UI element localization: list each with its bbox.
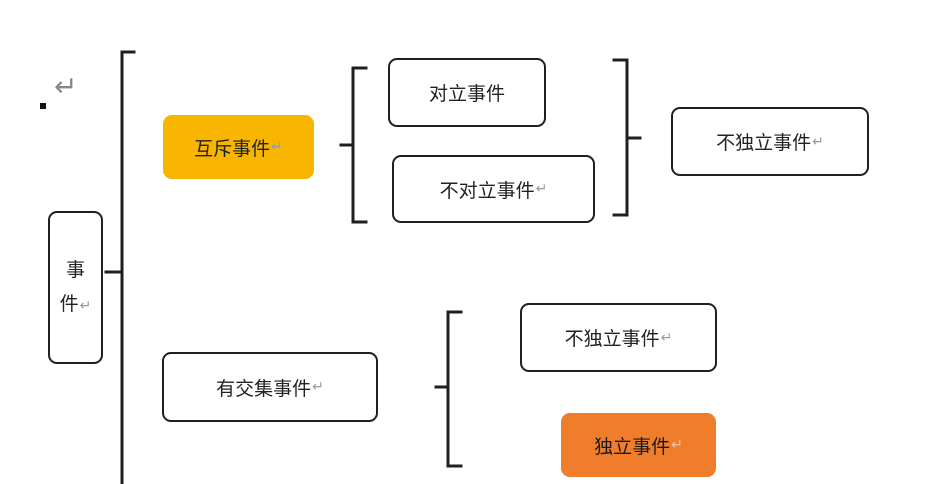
node-not-independent-bottom: 不独立事件↵	[520, 303, 717, 372]
node-mutual-exclusive-label: 互斥事件	[194, 137, 271, 160]
paragraph-mark-icon: ↵	[271, 139, 283, 155]
node-opposite-label: 对立事件	[428, 83, 505, 105]
node-independent: 独立事件↵	[561, 413, 716, 477]
paragraph-mark-icon: ↵	[812, 133, 824, 150]
main-bracket	[120, 50, 136, 484]
node-intersecting-label: 有交集事件	[216, 377, 312, 400]
node-not-opposite-label: 不对立事件	[439, 179, 535, 202]
intersecting-bracket	[446, 310, 463, 468]
node-not-independent-top: 不独立事件↵	[671, 107, 869, 176]
node-not-independent-bottom-label: 不独立事件	[564, 328, 660, 350]
paragraph-mark-icon: ↵	[535, 181, 548, 197]
paragraph-mark-icon: ↵	[671, 437, 683, 453]
node-not-independent-top-label: 不独立事件	[716, 132, 812, 154]
root-node-events: 事 件↵	[48, 211, 103, 364]
node-independent-label: 独立事件	[594, 435, 671, 458]
paragraph-mark-icon: ↵	[79, 297, 92, 314]
node-opposite: 对立事件	[388, 58, 546, 127]
root-label-line1: 事	[65, 258, 85, 281]
mutual-exclusive-bracket	[351, 66, 368, 224]
node-intersecting: 有交集事件↵	[162, 352, 378, 422]
node-mutual-exclusive: 互斥事件↵	[163, 115, 314, 179]
paragraph-mark-icon: ↵	[660, 329, 673, 346]
paragraph-mark-icon: ↵	[312, 379, 324, 395]
return-arrow-icon: ↵	[54, 70, 78, 103]
right-closing-bracket	[612, 58, 629, 217]
stray-dot	[40, 103, 46, 109]
node-not-opposite: 不对立事件↵	[392, 155, 595, 223]
root-label-line2: 件↵	[59, 292, 92, 315]
